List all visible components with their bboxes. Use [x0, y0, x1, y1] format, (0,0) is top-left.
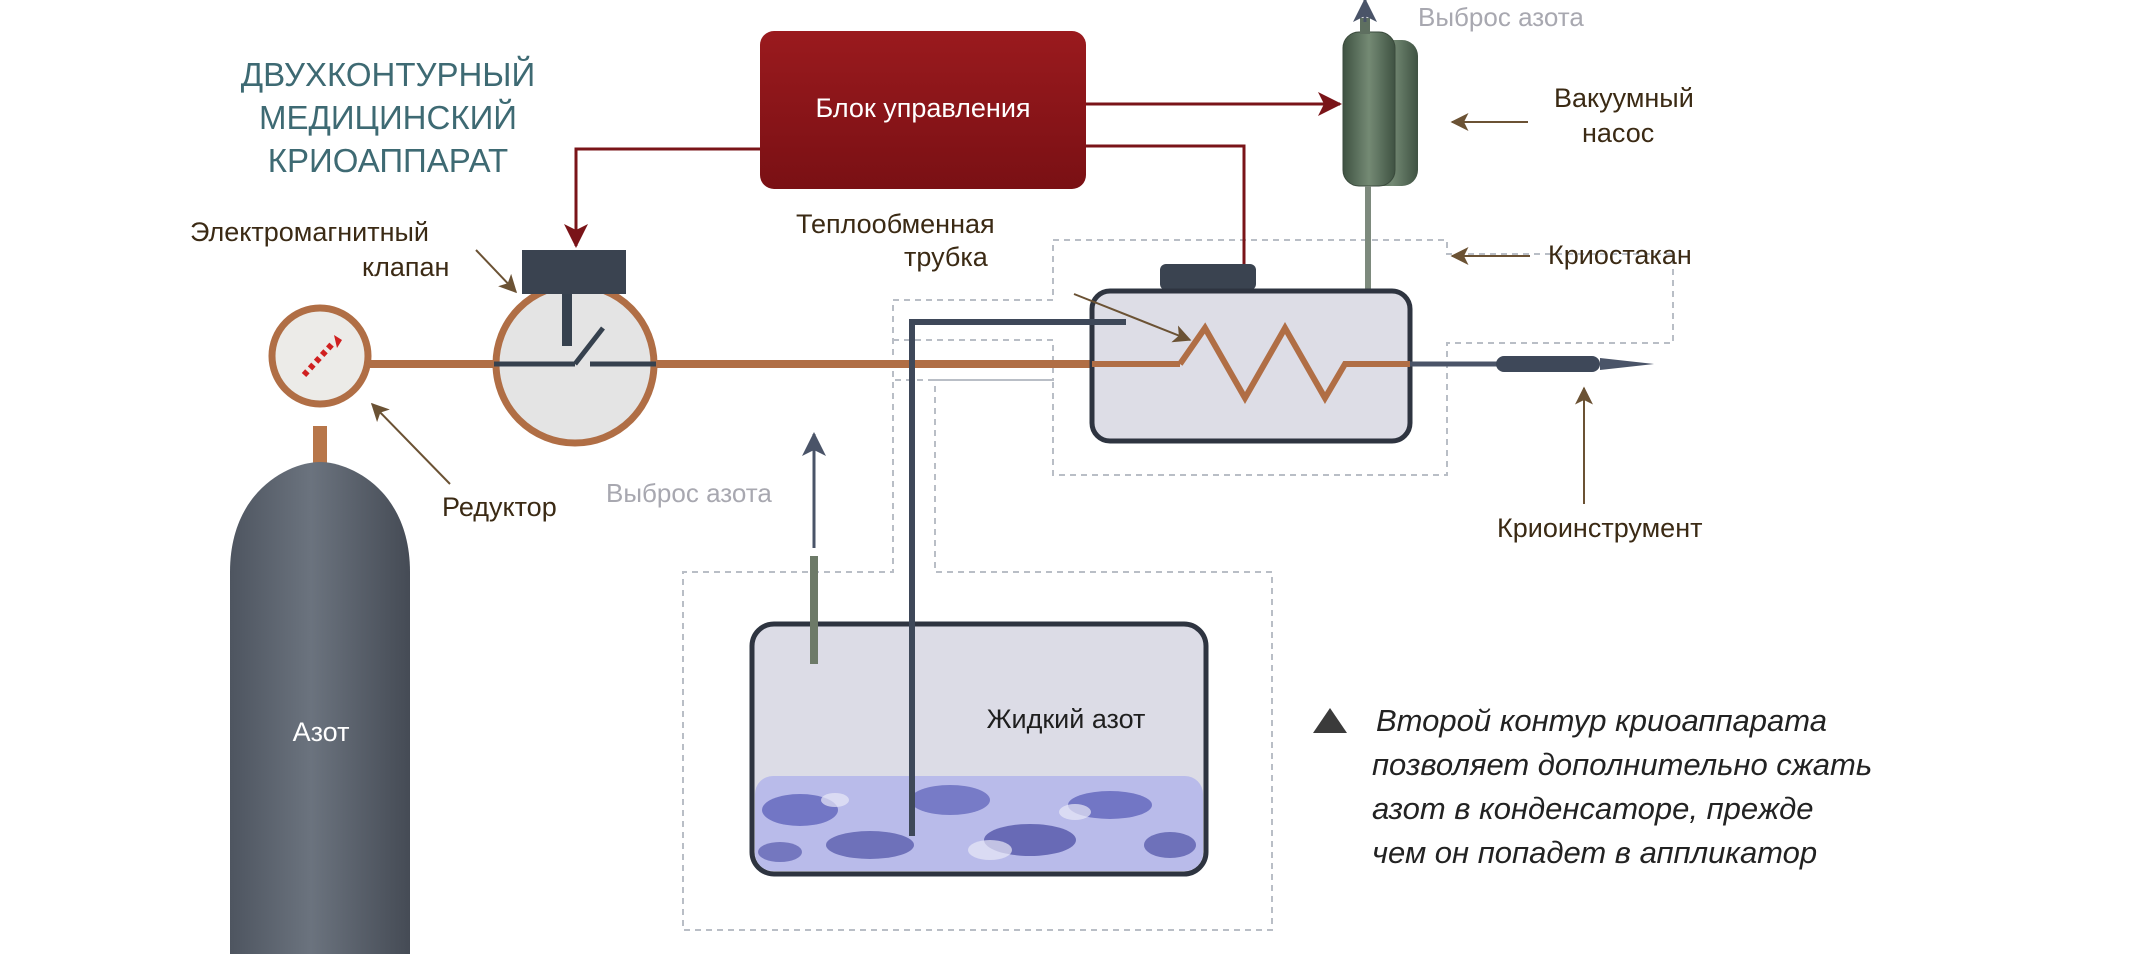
- solenoid-valve-label-line-2: клапан: [362, 252, 449, 282]
- solenoid-valve: [492, 250, 658, 447]
- cryo-glass: [1089, 264, 1498, 444]
- note-line-4: чем он попадет в аппликатор: [1372, 835, 1817, 870]
- reducer-leader: [370, 402, 451, 485]
- title-line-3: КРИОАППАРАТ: [268, 142, 508, 179]
- vacuum-pump-label-line-1: Вакуумный: [1554, 83, 1694, 113]
- note-line-2: позволяет дополнительно сжать: [1372, 747, 1872, 782]
- diagram-title: ДВУХКОНТУРНЫЙ МЕДИЦИНСКИЙ КРИОАППАРАТ: [241, 56, 536, 179]
- heat-exchange-tube-leader: [1073, 293, 1192, 343]
- vacuum-pump: [1342, 0, 1418, 310]
- note-line-3: азот в конденсаторе, прежде: [1372, 791, 1814, 826]
- nitrogen-supply-tube: [909, 319, 1126, 836]
- control-unit-box: [760, 31, 1086, 189]
- dewar-exhaust-pipe: [810, 556, 818, 664]
- control-unit-label: Блок управления: [815, 93, 1030, 123]
- reducer-label: Редуктор: [442, 492, 557, 522]
- nitrogen-tank-label: Азот: [293, 717, 350, 747]
- cryo-glass-label: Криостакан: [1548, 240, 1692, 270]
- control-unit: Блок управления: [760, 31, 1086, 189]
- heat-exchange-coil: [1177, 321, 1410, 405]
- solenoid-valve-leader: [475, 249, 518, 294]
- nitrogen-tank: Азот: [230, 426, 410, 954]
- control-line-to-cryo-glass: [1086, 144, 1246, 270]
- cryo-glass-dashed-outline: [682, 239, 1674, 931]
- liquid-nitrogen-label: Жидкий азот: [987, 704, 1146, 734]
- heat-exchange-tube-label-line-1: Теплообменная: [796, 209, 995, 239]
- cryo-instrument: [1496, 356, 1654, 372]
- nitrogen-release-left-label: Выброс азота: [606, 478, 772, 508]
- note-line-1: Второй контур криоаппарата: [1376, 703, 1827, 738]
- nitrogen-release-top-label: Выброс азота: [1418, 2, 1584, 32]
- solenoid-valve-label-line-1: Электромагнитный: [190, 217, 429, 247]
- title-line-1: ДВУХКОНТУРНЫЙ: [241, 56, 536, 93]
- title-line-2: МЕДИЦИНСКИЙ: [259, 99, 517, 136]
- vacuum-pump-label-line-2: насос: [1582, 118, 1654, 148]
- liquid-nitrogen-fill: [755, 776, 1203, 871]
- control-line-to-valve: [564, 147, 760, 248]
- cryo-instrument-label: Криоинструмент: [1497, 513, 1702, 543]
- heat-exchange-tube-label-line-2: трубка: [904, 242, 989, 272]
- note-block: Второй контур криоаппарата позволяет доп…: [1313, 703, 1872, 870]
- reducer-gauge: [268, 304, 372, 408]
- liquid-nitrogen-dewar: Жидкий азот: [749, 621, 1209, 877]
- triangle-marker-icon: [1313, 708, 1347, 733]
